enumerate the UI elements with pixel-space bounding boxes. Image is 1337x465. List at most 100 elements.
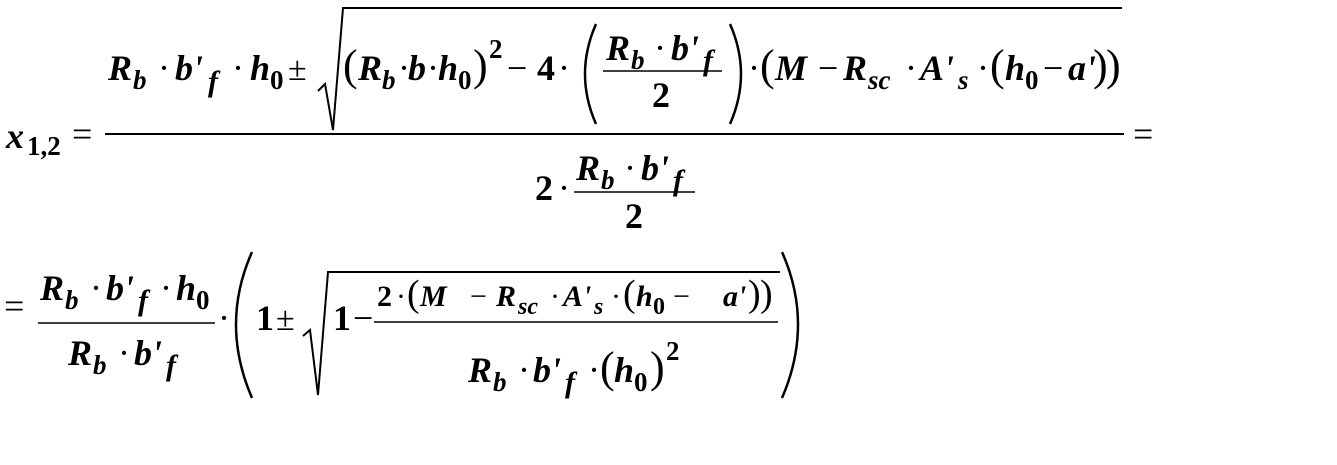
outer-open-paren xyxy=(234,251,254,399)
trailing-equals: = xyxy=(1133,114,1153,154)
sub-s: s xyxy=(957,65,969,95)
sym-h: h xyxy=(614,350,634,390)
close-paren: ) xyxy=(748,273,761,315)
sub-0: 0 xyxy=(270,65,284,95)
num-2: 2 xyxy=(377,280,392,313)
outer-close-paren xyxy=(780,251,800,399)
sym-bprime: b' xyxy=(134,333,162,373)
sym-bprime: b' xyxy=(533,350,561,390)
close-paren: ) xyxy=(1093,41,1108,90)
sub-sc: sc xyxy=(517,294,538,320)
sym-Aprime: A' xyxy=(561,280,591,313)
sym-R: R xyxy=(67,333,92,373)
sym-aprime: a' xyxy=(723,280,746,313)
dot: · xyxy=(624,148,636,188)
sub-f: f xyxy=(208,65,221,98)
open-paren: ( xyxy=(623,273,636,315)
numerator: R b · b' f · h 0 ± ( R b · b · h 0 ) 2 −… xyxy=(107,7,1122,131)
sym-R: R xyxy=(39,268,64,308)
minus: − xyxy=(470,280,487,313)
num-1: 1 xyxy=(256,298,274,338)
sub-sc: sc xyxy=(867,65,891,95)
dot: · xyxy=(588,350,600,390)
dot: · xyxy=(90,268,102,308)
dot: · xyxy=(558,48,570,88)
sub-f: f xyxy=(673,164,686,197)
num-2: 2 xyxy=(625,196,643,236)
dot: · xyxy=(550,280,560,313)
dot: · xyxy=(427,48,439,88)
sub-b: b xyxy=(631,45,645,75)
exponent-2: 2 xyxy=(666,336,680,366)
sub-s: s xyxy=(593,294,603,320)
sym-R: R xyxy=(575,148,600,188)
dot: · xyxy=(232,48,244,88)
dot: · xyxy=(654,28,666,68)
dot: · xyxy=(611,280,621,313)
close-paren: ) xyxy=(1106,41,1121,90)
open-paren: ( xyxy=(760,41,775,90)
sym-M: M xyxy=(419,280,448,313)
sub-f: f xyxy=(138,284,151,317)
sub-b: b xyxy=(601,165,615,195)
dot: · xyxy=(160,268,172,308)
sym-bprime: b' xyxy=(106,268,134,308)
sub-b: b xyxy=(133,65,147,95)
minus: − xyxy=(818,48,838,88)
lhs-variable: x xyxy=(5,116,24,156)
sub-0: 0 xyxy=(653,294,665,320)
sym-h: h xyxy=(250,48,270,88)
denominator: 2 · R b · b' f 2 xyxy=(535,148,695,236)
sym-M: M xyxy=(774,48,809,88)
sub-0: 0 xyxy=(196,285,210,315)
lhs: x 1,2 = xyxy=(5,114,92,161)
sub-0: 0 xyxy=(458,65,472,95)
dot: · xyxy=(558,168,570,208)
line2-fraction: R b · b' f · h 0 R b · b' f xyxy=(38,268,215,382)
dot: · xyxy=(118,333,130,373)
num-4: 4 xyxy=(537,48,555,88)
exponent-2: 2 xyxy=(489,34,503,64)
minus: − xyxy=(353,298,373,338)
lhs-subscript: 1,2 xyxy=(27,131,61,161)
sym-b: b xyxy=(408,48,426,88)
sym-h: h xyxy=(176,268,196,308)
dot: · xyxy=(748,48,760,88)
close-paren: ) xyxy=(650,343,665,392)
dot: · xyxy=(398,48,410,88)
sym-R: R xyxy=(842,48,867,88)
sym-R: R xyxy=(357,48,382,88)
minus: − xyxy=(1043,48,1063,88)
sub-f: f xyxy=(703,44,716,77)
open-paren: ( xyxy=(343,41,358,90)
open-paren: ( xyxy=(990,41,1005,90)
plus-minus: ± xyxy=(288,51,307,88)
dot: · xyxy=(518,350,530,390)
lhs-equals: = xyxy=(72,114,92,154)
dot: · xyxy=(396,280,406,313)
radical-sign xyxy=(302,271,780,396)
minus: − xyxy=(507,48,527,88)
dot: · xyxy=(905,48,917,88)
num-2: 2 xyxy=(535,168,553,208)
big-close-paren xyxy=(728,23,743,125)
sym-bprime: b' xyxy=(671,28,699,68)
sym-h: h xyxy=(636,280,653,313)
sym-h: h xyxy=(1005,48,1025,88)
sub-b: b xyxy=(65,285,79,315)
num-2: 2 xyxy=(652,75,670,115)
sym-bprime: b' xyxy=(641,148,669,188)
sym-R: R xyxy=(107,48,132,88)
sub-b: b xyxy=(493,367,507,397)
sub-b: b xyxy=(93,350,107,380)
dot: · xyxy=(977,48,989,88)
minus: − xyxy=(673,280,690,313)
dot: · xyxy=(158,48,170,88)
close-paren: ) xyxy=(760,273,773,315)
dot: · xyxy=(218,298,230,338)
line2-bracket-content: 1 ± 1 − 2 · ( M − R sc · A' s · ( h 0 − … xyxy=(256,271,780,399)
sym-R: R xyxy=(605,28,630,68)
big-open-paren xyxy=(583,23,598,125)
plus-minus: ± xyxy=(276,301,295,338)
